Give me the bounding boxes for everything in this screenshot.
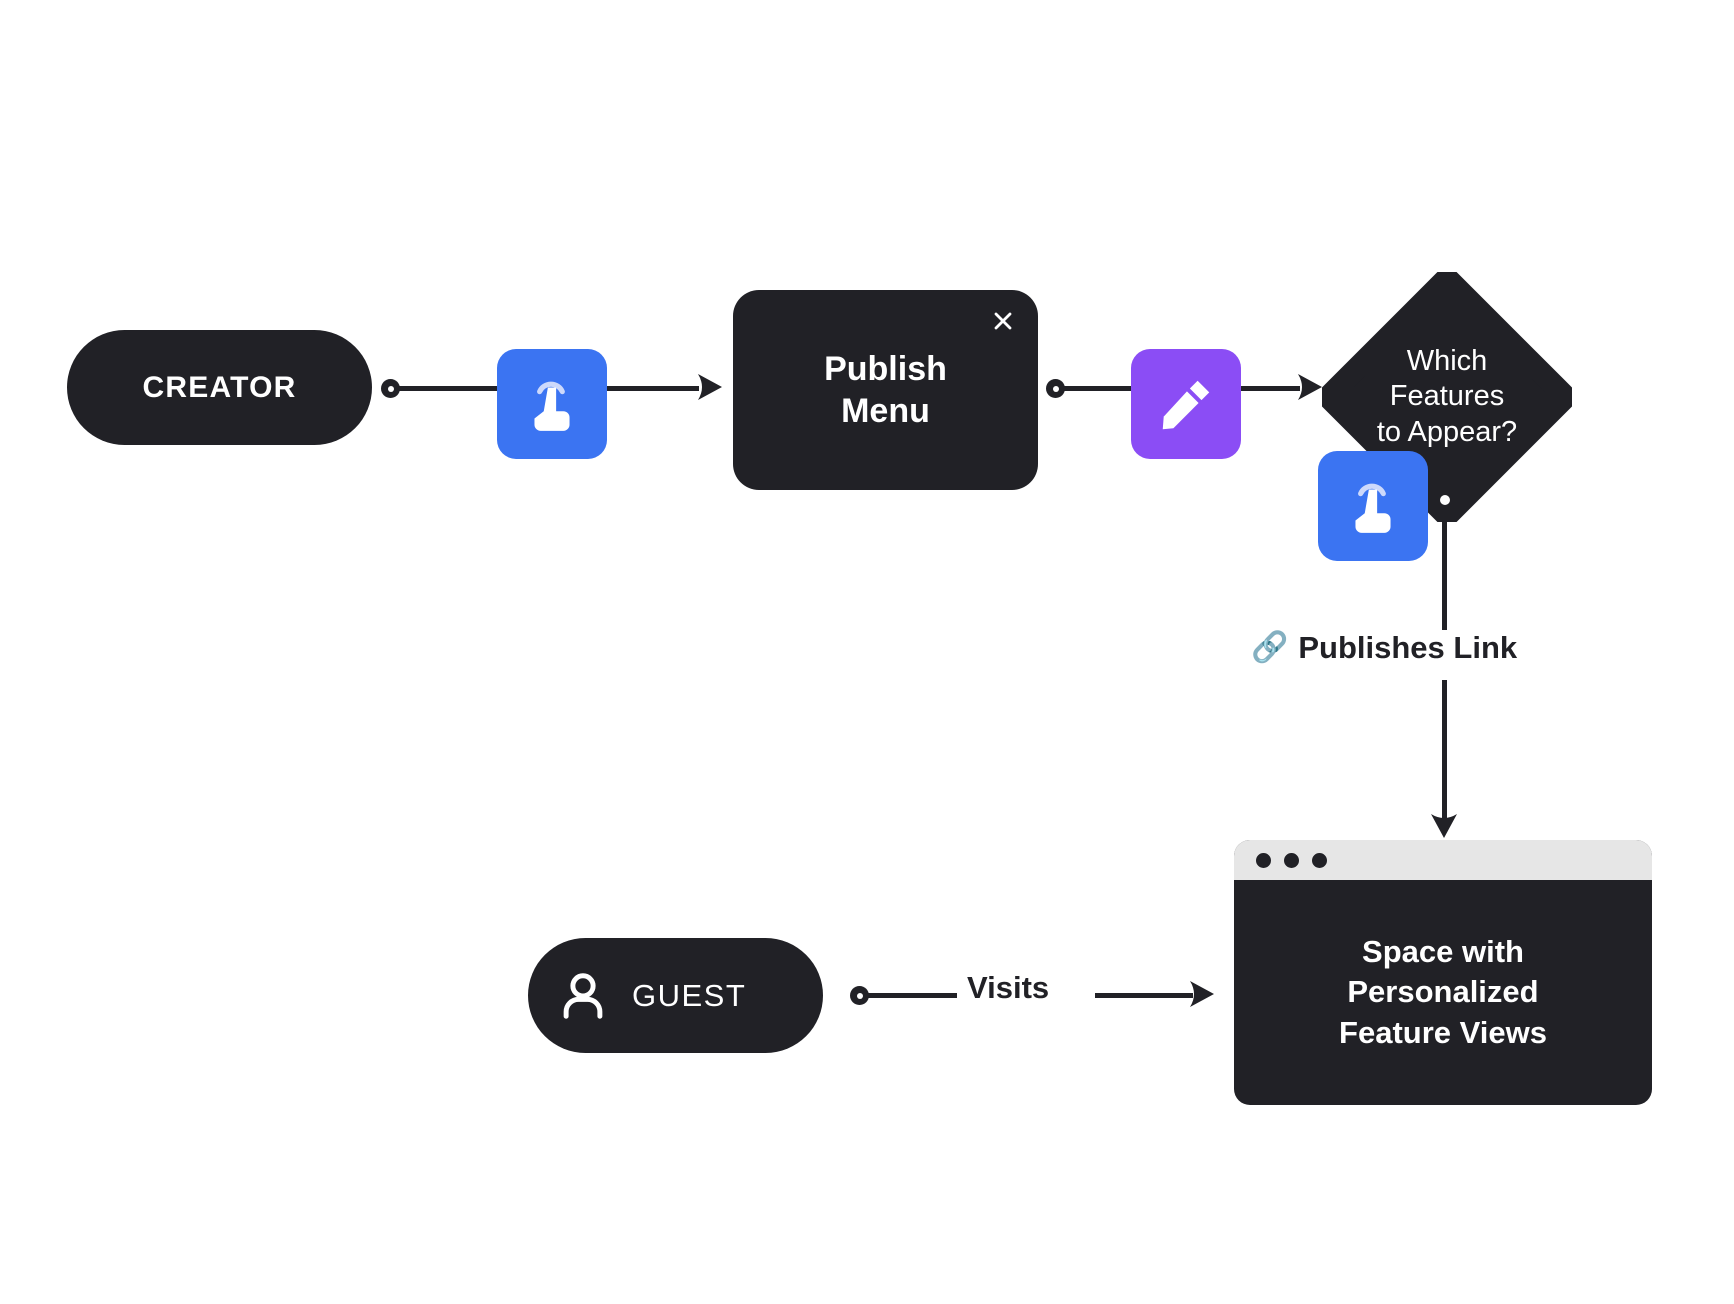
arrow-head-to-publish-menu — [698, 374, 722, 400]
close-x-glyph — [994, 312, 1012, 330]
connector-creator-to-tap — [398, 386, 498, 391]
connector-link-label-to-browser — [1442, 680, 1447, 830]
node-browser-label: Space with Personalized Feature Views — [1339, 934, 1547, 1050]
close-icon[interactable] — [990, 308, 1016, 334]
connector-dot-guest — [850, 986, 869, 1005]
browser-body: Space with Personalized Feature Views — [1234, 880, 1652, 1105]
node-browser-window[interactable]: Space with Personalized Feature Views — [1234, 840, 1652, 1105]
connector-pencil-to-decision — [1240, 386, 1300, 391]
tap-hand-icon — [1355, 483, 1391, 533]
tap-icon[interactable] — [1318, 451, 1428, 561]
arrow-head-to-browser-visits — [1190, 981, 1214, 1007]
connector-tap-to-publish — [606, 386, 699, 391]
connector-visits-to-browser — [1095, 993, 1193, 998]
edge-label-publishes-link-text: Publishes Link — [1298, 630, 1518, 665]
connector-dot-publish-menu — [1046, 379, 1065, 398]
edge-label-visits-text: Visits — [967, 970, 1050, 1005]
node-decision-label: Which Features to Appear? — [1376, 344, 1518, 448]
node-publish-menu-label: Publish Menu — [824, 349, 947, 430]
arrow-head-to-decision — [1298, 374, 1322, 400]
browser-titlebar — [1234, 840, 1652, 880]
node-creator-label: CREATOR — [142, 370, 297, 404]
tap-icon[interactable] — [497, 349, 607, 459]
pencil-glyph — [1162, 380, 1210, 430]
connector-decision-to-link-label — [1442, 505, 1447, 630]
node-creator[interactable]: CREATOR — [67, 330, 372, 445]
link-chain-icon: 🔗 — [1251, 631, 1289, 664]
node-guest[interactable]: GUEST — [528, 938, 823, 1053]
browser-dot — [1312, 852, 1327, 868]
arrow-head-to-browser — [1431, 814, 1457, 838]
person-icon — [563, 972, 603, 1019]
tap-hand-icon — [534, 381, 570, 431]
connector-publish-to-pencil — [1063, 386, 1133, 391]
node-guest-label: GUEST — [632, 977, 747, 1013]
connector-guest-to-visits — [867, 993, 957, 998]
browser-dot — [1256, 852, 1271, 868]
node-publish-menu[interactable]: Publish Menu — [733, 290, 1038, 490]
edge-label-publishes-link: 🔗 Publishes Link — [1251, 630, 1517, 666]
edge-label-visits: Visits — [967, 970, 1049, 1006]
connector-dot-creator — [381, 379, 400, 398]
browser-dot — [1284, 852, 1299, 868]
connector-origin-dot-decision — [1440, 495, 1450, 505]
pencil-icon[interactable] — [1131, 349, 1241, 459]
